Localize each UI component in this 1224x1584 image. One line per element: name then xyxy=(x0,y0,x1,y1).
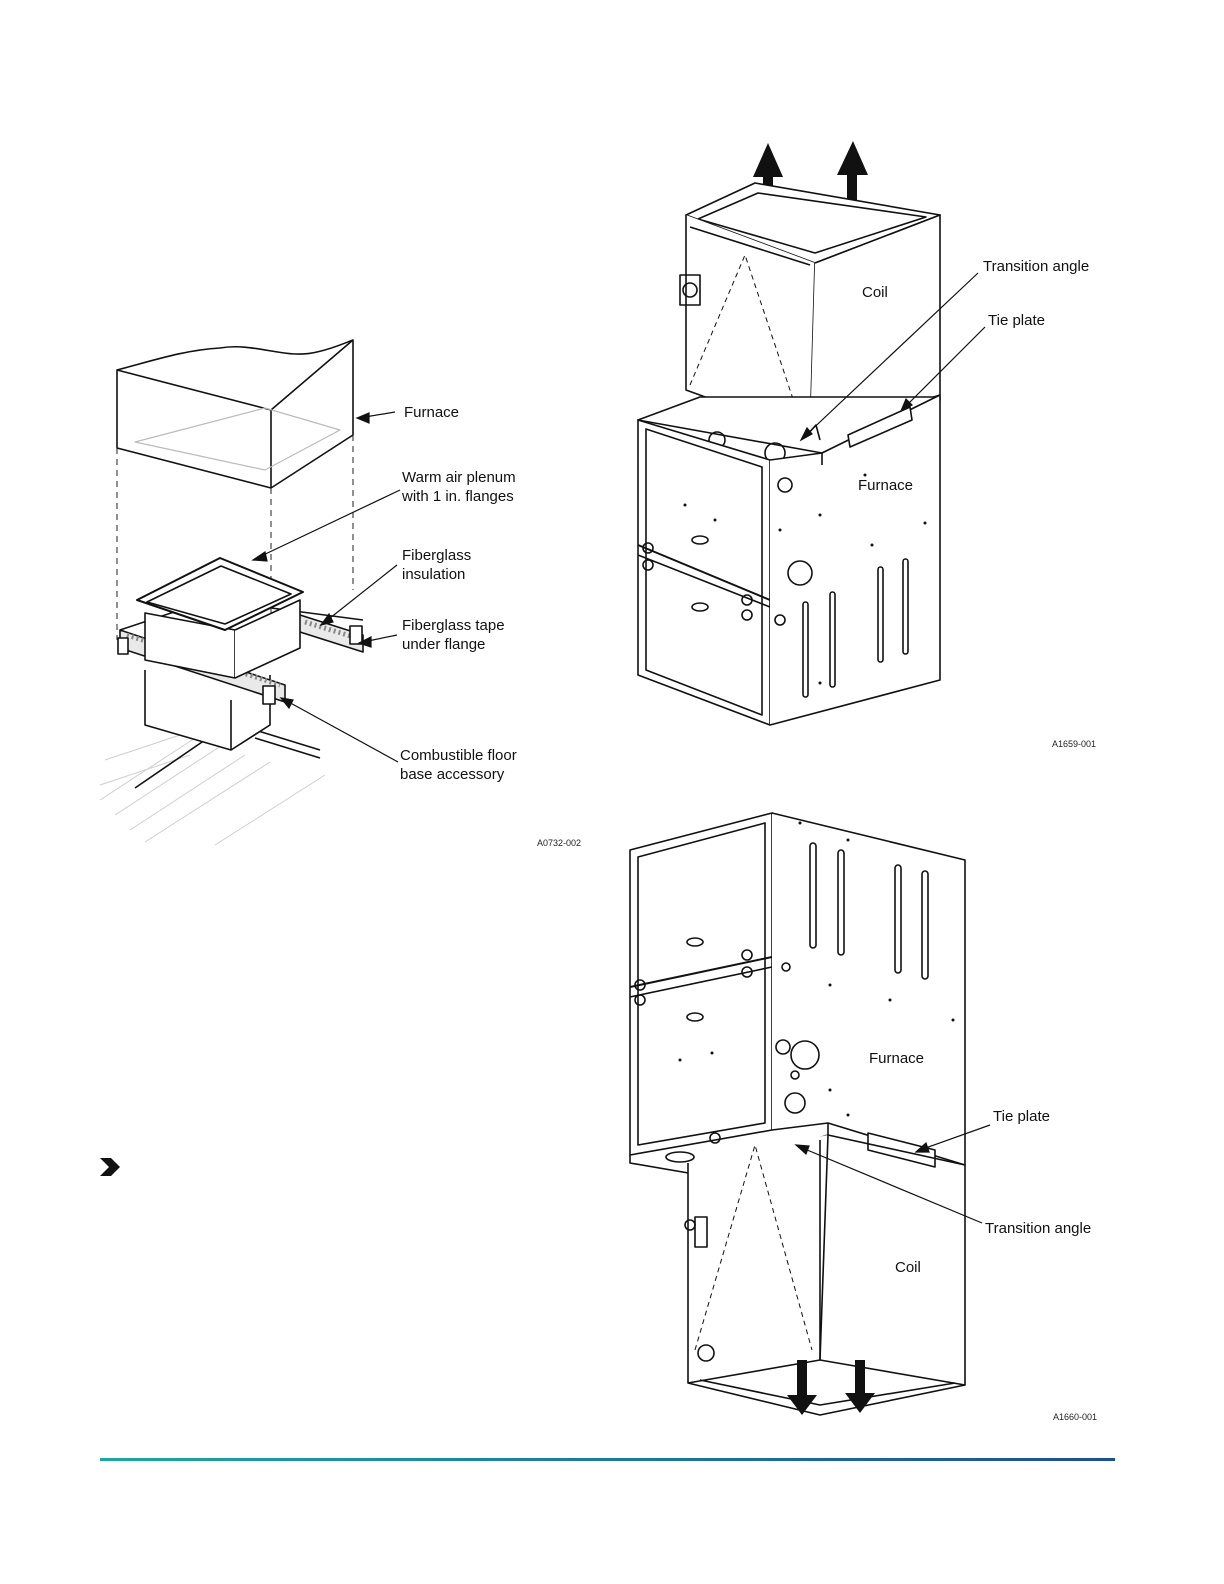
upflow-coil-illustration xyxy=(620,135,1100,750)
figure-code-bottom-right: A1660-001 xyxy=(1053,1412,1097,1422)
label-combustible-floor-base: Combustible floor base accessory xyxy=(400,746,517,784)
figure-code-left: A0732-002 xyxy=(537,838,581,848)
label-furnace-bottom: Furnace xyxy=(869,1049,924,1068)
label-transition-angle-top: Transition angle xyxy=(983,257,1089,276)
label-fiberglass-insulation: Fiberglass insulation xyxy=(402,546,471,584)
label-fiberglass-tape: Fiberglass tape under flange xyxy=(402,616,505,654)
label-transition-angle-bottom: Transition angle xyxy=(985,1219,1091,1238)
label-coil-bottom: Coil xyxy=(895,1258,921,1277)
label-tie-plate-bottom: Tie plate xyxy=(993,1107,1050,1126)
label-coil-top: Coil xyxy=(862,283,888,302)
figure-code-top-right: A1659-001 xyxy=(1052,739,1096,749)
label-furnace: Furnace xyxy=(404,403,459,422)
label-furnace-top: Furnace xyxy=(858,476,913,495)
label-tie-plate-top: Tie plate xyxy=(988,311,1045,330)
label-warm-air-plenum: Warm air plenum with 1 in. flanges xyxy=(402,468,516,506)
footer-rule xyxy=(100,1458,1115,1461)
chevron-right-icon xyxy=(100,1158,122,1176)
